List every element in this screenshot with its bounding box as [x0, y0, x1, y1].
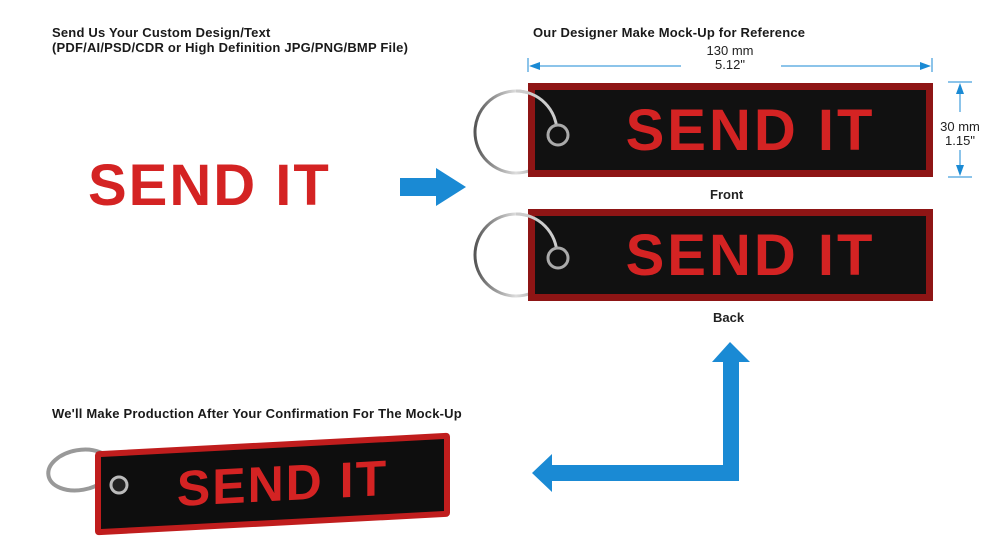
height-in: 1.15" — [945, 133, 975, 148]
step3-title: We'll Make Production After Your Confirm… — [52, 406, 462, 421]
step1-title-line1: Send Us Your Custom Design/Text — [52, 25, 271, 40]
height-dimension: 30 mm 1.15" — [934, 120, 986, 148]
l-arrow-icon — [532, 342, 750, 492]
width-in: 5.12" — [715, 57, 745, 72]
grommet-icon — [515, 89, 570, 270]
width-mm: 130 mm — [706, 43, 754, 58]
height-dimension-line — [948, 81, 972, 178]
step2-title: Our Designer Make Mock-Up for Reference — [533, 25, 806, 40]
production-tag-photo: SEND IT — [95, 432, 450, 536]
front-label: Front — [710, 187, 744, 202]
step1-title: Send Us Your Custom Design/Text (PDF/AI/… — [52, 25, 408, 55]
height-mm: 30 mm — [940, 119, 980, 134]
product-grommet-icon — [109, 475, 129, 495]
width-dimension-line — [527, 58, 933, 72]
back-label: Back — [713, 310, 745, 325]
width-dimension: 130 mm 5.12" — [680, 44, 780, 72]
mockup-front-tag: SEND IT — [528, 83, 933, 177]
production-tag-text: SEND IT — [176, 449, 389, 518]
front-tag-text: SEND IT — [625, 97, 876, 163]
back-tag-text: SEND IT — [625, 222, 876, 288]
mockup-back-tag: SEND IT — [528, 209, 933, 301]
step1-title-line2: (PDF/AI/PSD/CDR or High Definition JPG/P… — [52, 40, 409, 55]
right-arrow-icon — [400, 168, 466, 206]
custom-design-text: SEND IT — [88, 153, 331, 218]
